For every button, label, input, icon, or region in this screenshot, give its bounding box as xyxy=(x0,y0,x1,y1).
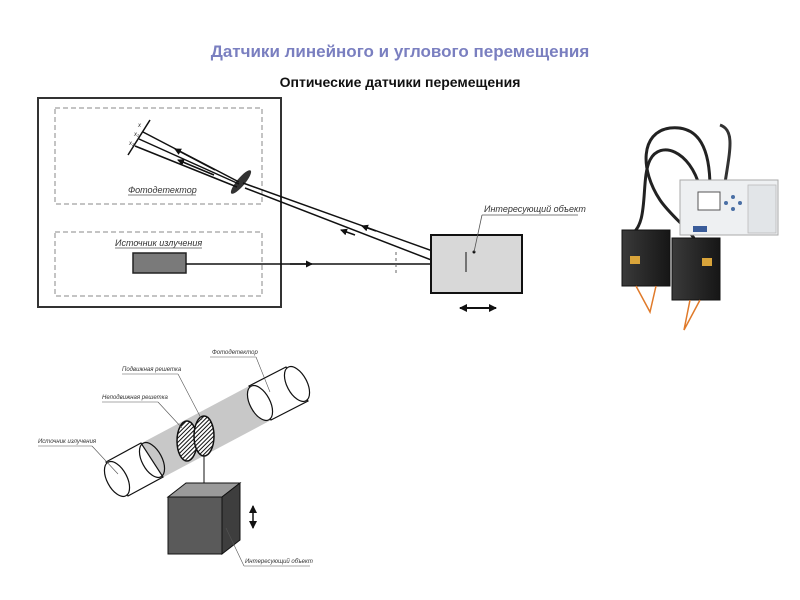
detector-mark-x: x xyxy=(137,123,142,129)
reflected-ray-2 xyxy=(138,138,240,185)
detector-cylinder-cap xyxy=(283,365,311,403)
photodetector-label-bottom: Фотодетектор xyxy=(212,350,258,356)
target-object xyxy=(430,234,523,294)
controller-button xyxy=(731,195,735,199)
cable-2 xyxy=(644,126,712,241)
sensor-window-right xyxy=(702,258,712,266)
laser-sensor-photo xyxy=(621,123,779,331)
top-schematic: x x₁ x₂ Интересующий объект Фотодетектор xyxy=(37,97,586,312)
controller-button xyxy=(738,201,742,205)
source-label: Источник излучения xyxy=(115,238,202,248)
sensor-head-left xyxy=(621,229,671,287)
detector-leader xyxy=(255,356,271,393)
source-label-bottom: Источник излучения xyxy=(38,439,97,445)
cube-front xyxy=(167,496,223,555)
return-arrow-2 xyxy=(340,228,356,236)
object-leader xyxy=(473,214,483,253)
cable-3 xyxy=(719,123,732,184)
return-ray-2 xyxy=(244,187,453,269)
moving-grating xyxy=(193,415,215,457)
sensor-housing xyxy=(37,97,282,308)
object-leader-bottom xyxy=(225,527,245,567)
lens xyxy=(230,170,252,194)
photodetector-label: Фотодетектор xyxy=(128,185,197,195)
moving-grating-label: Подвижная решетка xyxy=(122,367,182,373)
detector-mark-x2: x₂ xyxy=(128,141,135,147)
controller-button xyxy=(724,201,728,205)
controller-button xyxy=(731,207,735,211)
fixed-grating-label: Неподвижная решетка xyxy=(102,395,168,401)
emitter xyxy=(132,252,187,274)
reflected-ray-3 xyxy=(134,145,238,188)
slide-title: Датчики линейного и углового перемещения xyxy=(210,42,590,61)
moving-grating-leader xyxy=(177,373,203,421)
detector-mark-x1: x₁ xyxy=(133,132,139,138)
ray-arrow-2 xyxy=(177,159,215,176)
slide-subtitle: Оптические датчики перемещения xyxy=(279,74,521,90)
bottom-schematic: Источник излучения Неподвижная решетка П… xyxy=(38,350,313,567)
sensor-window-left xyxy=(630,256,640,264)
detector-cylinder-start xyxy=(246,384,274,422)
return-ray-1 xyxy=(242,182,467,264)
ray-arrow-1 xyxy=(174,148,216,171)
controller-display xyxy=(697,191,721,211)
sensor-head-right xyxy=(671,237,721,301)
object-label: Интересующий объект xyxy=(484,204,586,214)
detector-array xyxy=(127,119,151,156)
controller-side xyxy=(747,184,777,234)
return-arrow-1 xyxy=(361,224,377,232)
object-label-bottom: Интересующий объект xyxy=(245,558,313,565)
cable-1 xyxy=(629,148,702,237)
source-cylinder-end xyxy=(138,441,166,479)
source-cylinder-cap xyxy=(103,460,131,498)
source-leader xyxy=(91,445,119,475)
laser-beam-right xyxy=(683,299,701,331)
laser-beam-left xyxy=(635,285,657,315)
controller-logo xyxy=(693,226,707,232)
fixed-grating-leader xyxy=(157,401,183,429)
